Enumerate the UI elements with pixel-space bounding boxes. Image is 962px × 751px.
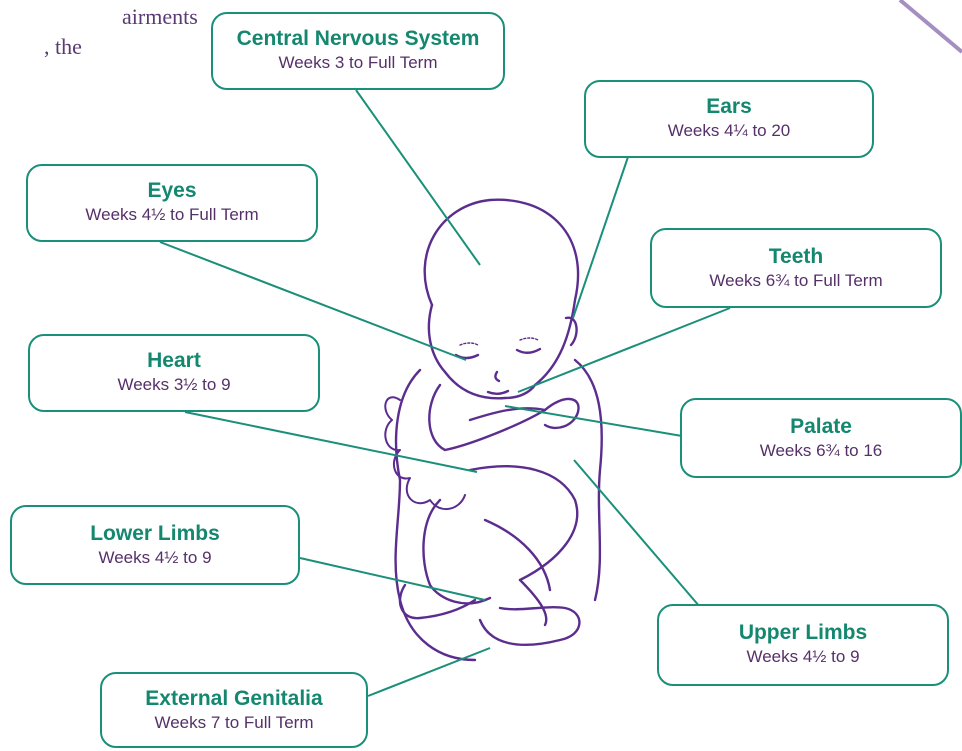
label-title: Heart: [30, 348, 318, 374]
label-title: External Genitalia: [102, 686, 366, 712]
label-ears: Ears Weeks 4¼ to 20: [584, 80, 874, 158]
fetus-upper-arm: [429, 385, 545, 450]
leader-upper-limbs: [574, 460, 700, 607]
leader-central-nervous-system: [356, 90, 480, 265]
leader-palate: [505, 406, 682, 436]
fetus-leg-cross: [485, 520, 550, 590]
fetus-left-lash: [460, 343, 478, 345]
fetus-illustration: [385, 200, 601, 660]
corner-decoration: [900, 0, 962, 52]
label-external-genitalia: External Genitalia Weeks 7 to Full Term: [100, 672, 368, 748]
label-period: Weeks 7 to Full Term: [102, 712, 366, 734]
leader-ears: [573, 157, 628, 318]
fetus-umbilical-cord: [385, 397, 465, 509]
fetus-right-eye: [517, 349, 540, 353]
label-central-nervous-system: Central Nervous System Weeks 3 to Full T…: [211, 12, 505, 90]
fetus-knee: [520, 580, 546, 625]
label-title: Palate: [682, 414, 960, 440]
fetus-head: [425, 200, 578, 385]
label-period: Weeks 4¼ to 20: [586, 120, 872, 142]
label-palate: Palate Weeks 6¾ to 16: [680, 398, 962, 478]
fetus-back-of-head: [429, 305, 445, 372]
fetus-thigh: [470, 466, 577, 580]
label-period: Weeks 3½ to 9: [30, 374, 318, 396]
label-period: Weeks 6¾ to Full Term: [652, 270, 940, 292]
label-title: Ears: [586, 94, 872, 120]
label-title: Teeth: [652, 244, 940, 270]
fetus-mouth: [488, 391, 508, 394]
leader-lower-limbs: [300, 558, 485, 600]
label-period: Weeks 6¾ to 16: [682, 440, 960, 462]
label-title: Lower Limbs: [12, 521, 298, 547]
leader-heart: [185, 412, 477, 472]
label-upper-limbs: Upper Limbs Weeks 4½ to 9: [657, 604, 949, 686]
label-lower-limbs: Lower Limbs Weeks 4½ to 9: [10, 505, 300, 585]
fetus-body-front: [575, 360, 602, 600]
fetus-foot-right: [480, 607, 579, 645]
fetus-right-lash: [520, 338, 538, 340]
label-period: Weeks 4½ to 9: [12, 547, 298, 569]
label-period: Weeks 3 to Full Term: [213, 52, 503, 74]
label-period: Weeks 4½ to Full Term: [28, 204, 316, 226]
label-heart: Heart Weeks 3½ to 9: [28, 334, 320, 412]
leader-teeth: [518, 308, 730, 392]
label-period: Weeks 4½ to 9: [659, 646, 947, 668]
label-eyes: Eyes Weeks 4½ to Full Term: [26, 164, 318, 242]
label-title: Central Nervous System: [213, 26, 503, 52]
fetus-nose: [495, 372, 499, 381]
label-teeth: Teeth Weeks 6¾ to Full Term: [650, 228, 942, 308]
fetus-face: [445, 372, 535, 398]
leader-external-genitalia: [368, 648, 490, 696]
label-title: Upper Limbs: [659, 620, 947, 646]
label-title: Eyes: [28, 178, 316, 204]
